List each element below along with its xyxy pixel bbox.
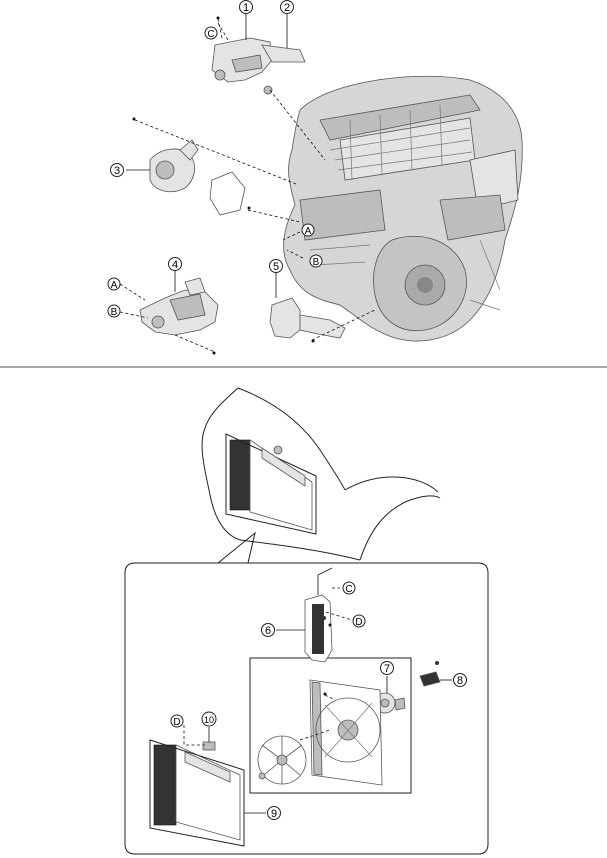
marker-d-tank: D <box>352 614 366 628</box>
part-water-outlet-top <box>211 37 306 95</box>
marker-c-top: C <box>204 26 218 40</box>
callout-5: 5 <box>269 259 283 273</box>
marker-b-outlet: B <box>107 304 121 318</box>
callout-4: 4 <box>168 257 182 271</box>
callout-6-label: 6 <box>265 625 271 637</box>
marker-a-engine: A <box>301 223 315 237</box>
part-coolant-reserve-tank <box>304 567 333 663</box>
callout-4-label: 4 <box>172 259 178 271</box>
radiator-leader-lines <box>183 587 452 814</box>
callout-3-label: 3 <box>114 165 120 177</box>
fan-assembly-box <box>249 657 412 794</box>
marker-a-engine-label: A <box>305 226 312 237</box>
callout-2: 2 <box>280 0 294 14</box>
marker-c-tank-label: C <box>345 584 352 595</box>
callout-3: 3 <box>110 163 124 177</box>
callout-10: 10 <box>201 711 217 727</box>
engine-block <box>283 75 523 342</box>
part-radiator <box>149 739 245 847</box>
marker-c-top-label: C <box>207 29 214 40</box>
callout-1: 1 <box>239 0 253 14</box>
part-radiator-cap <box>202 741 216 751</box>
part-fan-blade <box>257 735 307 785</box>
callout-8: 8 <box>453 673 467 687</box>
pump-gasket <box>209 171 246 216</box>
part-water-outlet-lower <box>139 277 219 336</box>
callout-9: 9 <box>267 806 281 820</box>
marker-a-outlet-label: A <box>111 280 118 291</box>
marker-d-radiator: D <box>170 714 184 728</box>
marker-c-tank: C <box>342 581 356 595</box>
callout-10-label: 10 <box>204 715 214 725</box>
callout-5-label: 5 <box>273 261 279 273</box>
marker-b-engine-label: B <box>313 257 320 268</box>
callout-9-label: 9 <box>271 808 277 820</box>
part-fan-resistor <box>419 661 441 687</box>
callout-6: 6 <box>261 623 275 637</box>
marker-b-engine: B <box>309 254 323 268</box>
vehicle-radiator <box>225 433 317 535</box>
part-fan-shroud <box>309 679 383 786</box>
part-thermostat-bracket <box>269 297 346 339</box>
callout-1-label: 1 <box>243 2 249 14</box>
callout-8-label: 8 <box>457 675 463 687</box>
part-water-pump <box>149 139 199 193</box>
marker-b-outlet-label: B <box>111 307 118 318</box>
marker-d-tank-label: D <box>355 617 362 628</box>
callout-7-label: 7 <box>384 663 390 675</box>
detail-frame <box>124 531 489 855</box>
engine-leader-lines <box>119 14 376 355</box>
callout-2-label: 2 <box>284 2 290 14</box>
marker-a-outlet: A <box>107 277 121 291</box>
callout-7: 7 <box>380 661 394 675</box>
marker-d-radiator-label: D <box>173 717 180 728</box>
